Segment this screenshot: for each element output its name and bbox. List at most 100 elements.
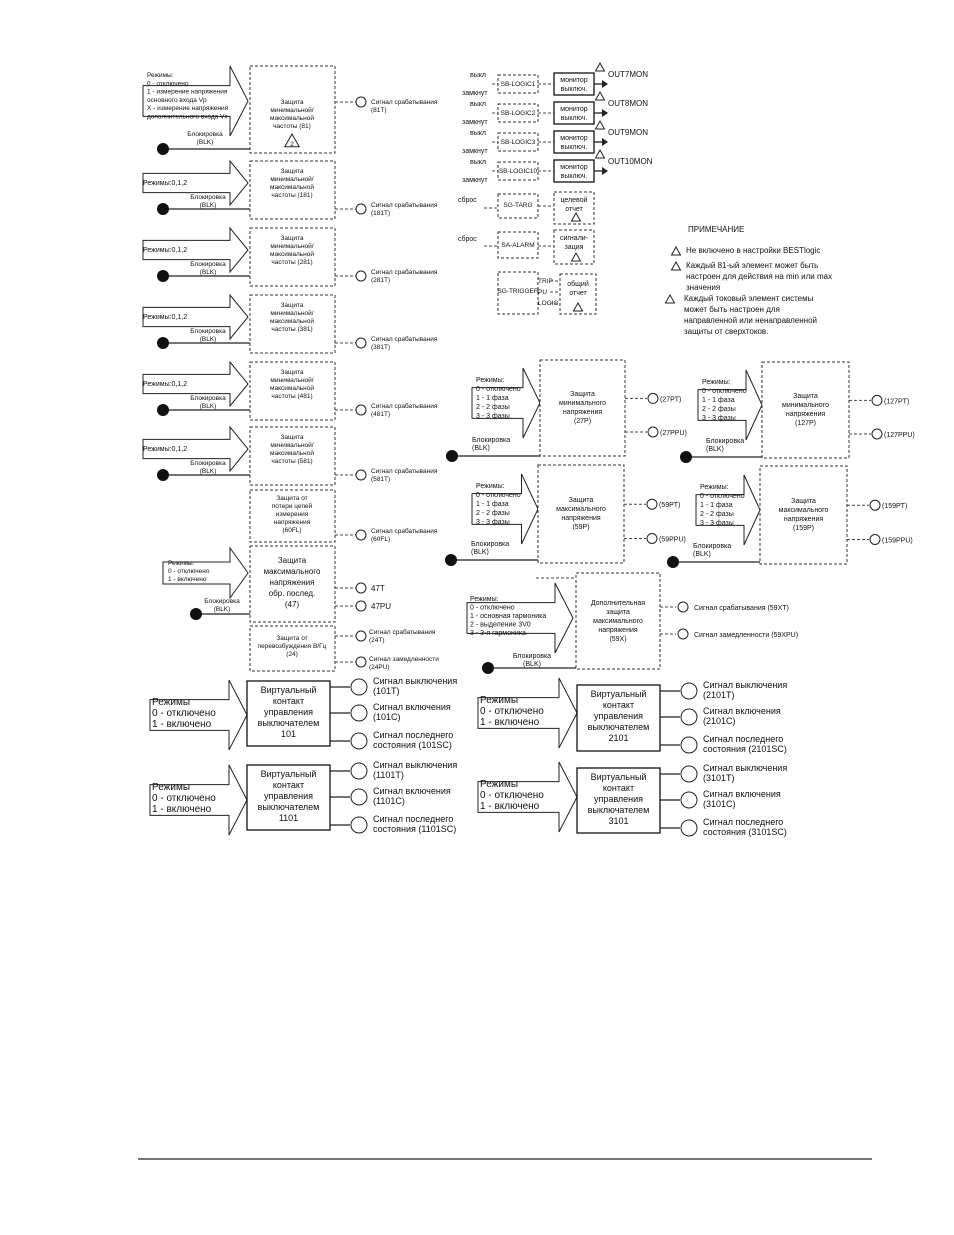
signal-label: Сигнал срабатывания [371,467,438,475]
box-title: Защита [793,393,818,400]
mode-text: 0 - отключено [480,790,544,801]
warning-icon [594,119,606,130]
block-label: Блокировка [706,438,744,445]
signal-label: (24T) [369,637,385,644]
voltage-box [759,465,848,565]
arrow-head [602,138,608,146]
mode-text: 1 - включено [480,717,540,728]
protection-47-box [249,545,336,623]
block-label: Блокировка [187,131,223,138]
logic-input-label: выкл [470,159,486,166]
signal-label: Сигнал замедленности [369,656,439,663]
signal-label: (3101C) [703,799,736,809]
logic-input-label: замкнут [462,177,488,184]
mode-text: 2 - 2 фазы [476,404,510,411]
mode-text: 1 - 1 фаза [476,501,509,508]
reset-label: сброс [458,196,477,204]
mode-text: Режимы [152,782,190,793]
output-circle [350,704,368,722]
mode-arrow [471,473,539,545]
logic-box-label: SB-LOGIC10 [499,168,538,175]
logic-box [497,132,539,152]
mode-text: Режимы: [702,379,731,386]
box-title: 1101 [279,813,298,823]
note-icon [670,245,682,256]
block-input-dot [446,450,458,462]
box-title: напряжения [784,516,824,523]
output-circle [350,762,368,780]
block-label: (BLK) [693,551,711,558]
box-title: Защита [280,302,303,309]
box-title: Защита [791,498,816,505]
output-circle [871,394,883,406]
mode-text: 3 - 3 фазы [702,415,736,422]
signal-label: Сигнал срабатывания [371,335,438,343]
logic-input-label: выкл [470,101,486,108]
output-circle [680,736,698,754]
protection-freq-box [249,160,336,220]
note-text: Каждый токовый элемент системы [684,294,814,303]
box-title: управления [264,707,313,717]
virtual-contact-box [576,767,661,834]
box-title: (127P) [795,420,816,427]
box-title: обр. послед. [269,589,316,598]
monitor-label: выключ. [561,173,588,180]
output-label: OUT10MON [608,157,653,166]
block-input-dot [157,404,169,416]
block-input-dot [445,554,457,566]
signal-label: Сигнал включения [373,786,451,796]
mode-arrow [149,764,248,836]
box-title: Защита от [276,635,307,642]
arrow-head [602,80,608,88]
logic-box [497,161,539,181]
signal-label: (127PT) [884,398,909,405]
block-input-dot [680,451,692,463]
monitor-label: выключ. [561,144,588,151]
signal-label: (59PPU) [659,537,686,544]
mode-text: 3 - 3 фазы [476,413,510,420]
mode-arrow [149,679,248,751]
box-title: напряжения [270,578,315,587]
output-label: OUT8MON [608,99,648,108]
mode-text: основного входа Vp [147,97,207,104]
box-title: Защита [569,497,594,504]
badge-number: 2 [290,141,294,148]
output-circle [350,678,368,696]
monitor-label: монитор [560,106,588,113]
block-label: Блокировка [190,460,226,467]
mode-text: Режимы: [700,484,729,491]
box-title: 3101 [608,816,628,826]
box-title: максимального [556,506,606,513]
box-title: максимального [779,507,829,514]
signal-label: Сигнал срабатывания [371,402,438,410]
box-title: потери цепей [272,502,313,510]
box-title: напряжения [561,515,601,522]
block-label: (BLK) [200,336,217,343]
block-label: (BLK) [200,403,217,410]
mode-arrow [142,159,249,207]
mode-text: 0 - отключено [476,386,521,393]
note-icon [664,293,676,304]
mode-arrow [695,474,761,546]
signal-label: Сигнал выключения [703,680,787,690]
block-label: Блокировка [693,543,731,550]
box-title: (159P) [793,525,814,532]
note-text: Каждый 81-ый элемент может быть [686,261,818,270]
signal-label: (27PPU) [660,430,687,437]
reset-label: сброс [458,235,477,243]
block-label: (BLK) [197,139,214,146]
mode-text: Режимы: [476,483,505,490]
box-title: (60FL) [282,527,301,534]
signal-label: Сигнал включения [703,706,781,716]
output-circle [680,765,698,783]
mode-arrow [477,761,578,833]
box-title: напряжения [598,627,638,634]
logic-box [497,103,539,123]
mode-text: Режимы [152,697,190,708]
signal-label: Сигнал срабатывания [371,98,438,106]
logic-box [497,231,539,259]
mode-arrow [142,360,249,408]
mode-arrow [697,369,763,441]
mode-text: 0 - отключено [702,388,747,395]
